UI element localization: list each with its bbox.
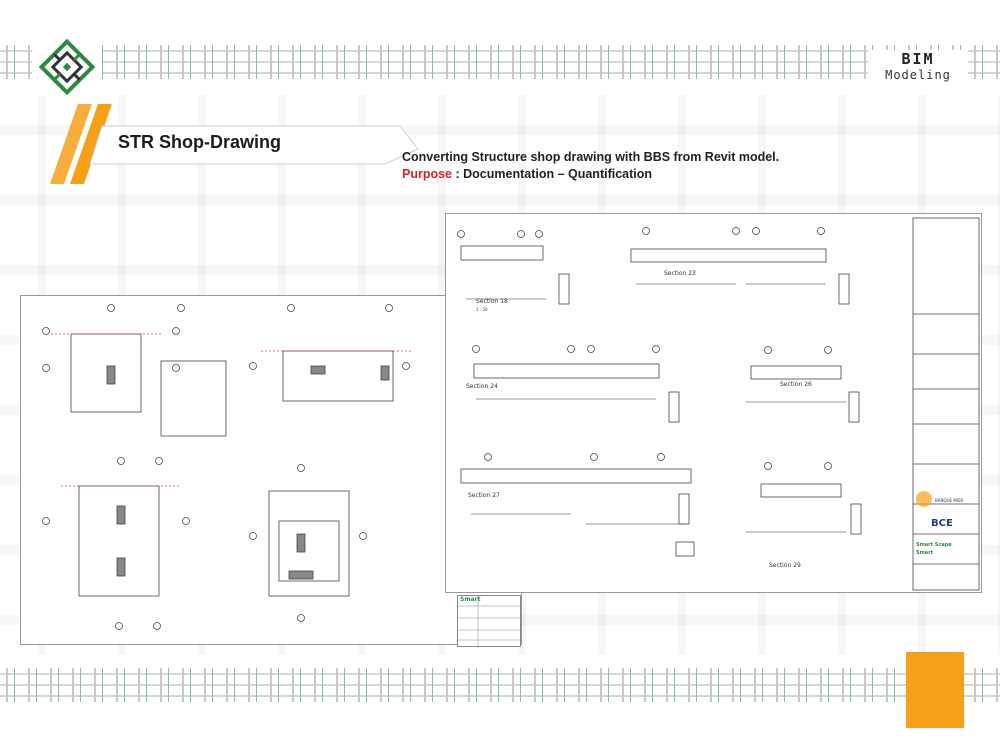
column-1 [106,365,116,385]
section-label-23: Section 23 [664,270,696,277]
section-label-18: Section 18 [476,298,508,305]
cross-section-23 [838,273,850,305]
beam-sections-drawing: Section 18 Section 23 Section 24 Section… [457,217,980,591]
section-label-27: Section 27 [468,492,500,499]
column-7 [288,570,314,580]
top-kufic-border [0,45,1000,79]
purpose-label: Purpose [402,167,453,181]
footing-plan-1 [70,333,142,413]
cross-section-26 [848,391,860,423]
scale-label-18: 1 : 50 [476,307,488,312]
purpose-line: Purpose : Documentation – Quantification [402,166,779,183]
left-titleblock-grid [458,596,522,648]
left-sheet-titleblock: Smart [457,595,522,648]
title-banner [50,104,419,184]
smart-logo-text: Smart [916,550,934,556]
beam-elevation-29 [760,483,842,498]
section-label-26: Section 26 [780,381,812,388]
orange-stripe-2 [50,104,92,184]
footing-inner-4 [278,520,340,582]
orange-stripe-1 [70,104,112,184]
cross-section-27b [675,541,695,557]
column-5 [116,557,126,577]
beam-elevation-23 [630,248,827,263]
footing-plan-4 [268,490,350,597]
cross-section-27 [678,493,690,525]
beam-elevation-26 [750,365,842,380]
beam-elevation-24 [473,363,660,379]
cross-section-24 [668,391,680,423]
footing-plan-3 [78,485,160,597]
bim-title: BIM [901,50,935,68]
section-label-29: Section 29 [769,562,801,569]
title-ribbon [89,125,419,165]
slide-description: Converting Structure shop drawing with B… [402,150,780,164]
kufic-logo [32,38,102,96]
footing-plan-2 [282,350,394,402]
purpose-text: : Documentation – Quantification [452,167,653,181]
client-logo: BCE [931,518,953,529]
beam-elevation-18 [460,245,544,261]
bim-modeling-badge: BIM Modeling [868,50,968,90]
slide-title: STR Shop-Drawing [118,132,281,152]
smart-scape-company: Smart Scape [916,542,952,548]
beam-sections-sheet: Section 18 Section 23 Section 24 Section… [445,213,982,593]
column-4 [116,505,126,525]
column-3 [380,365,390,381]
orange-accent-square [906,652,964,728]
slide-description-block: Converting Structure shop drawing with B… [402,149,779,183]
bank-logo-icon [916,491,932,507]
right-titleblock [912,217,980,591]
cross-section-18 [558,273,570,305]
footing-elevation-1 [160,360,227,437]
column-2 [310,365,326,375]
left-titleblock-company: Smart [460,596,481,603]
bank-name: BANQUE MISR [935,498,964,503]
foundation-plan-drawing [42,304,413,630]
kufic-logo-graphic [38,38,96,96]
beam-elevation-27 [460,468,692,484]
bim-subtitle: Modeling [885,68,951,82]
column-6 [296,533,306,553]
section-label-24: Section 24 [466,383,498,390]
cross-section-29 [850,503,862,535]
bottom-kufic-border [0,668,1000,702]
